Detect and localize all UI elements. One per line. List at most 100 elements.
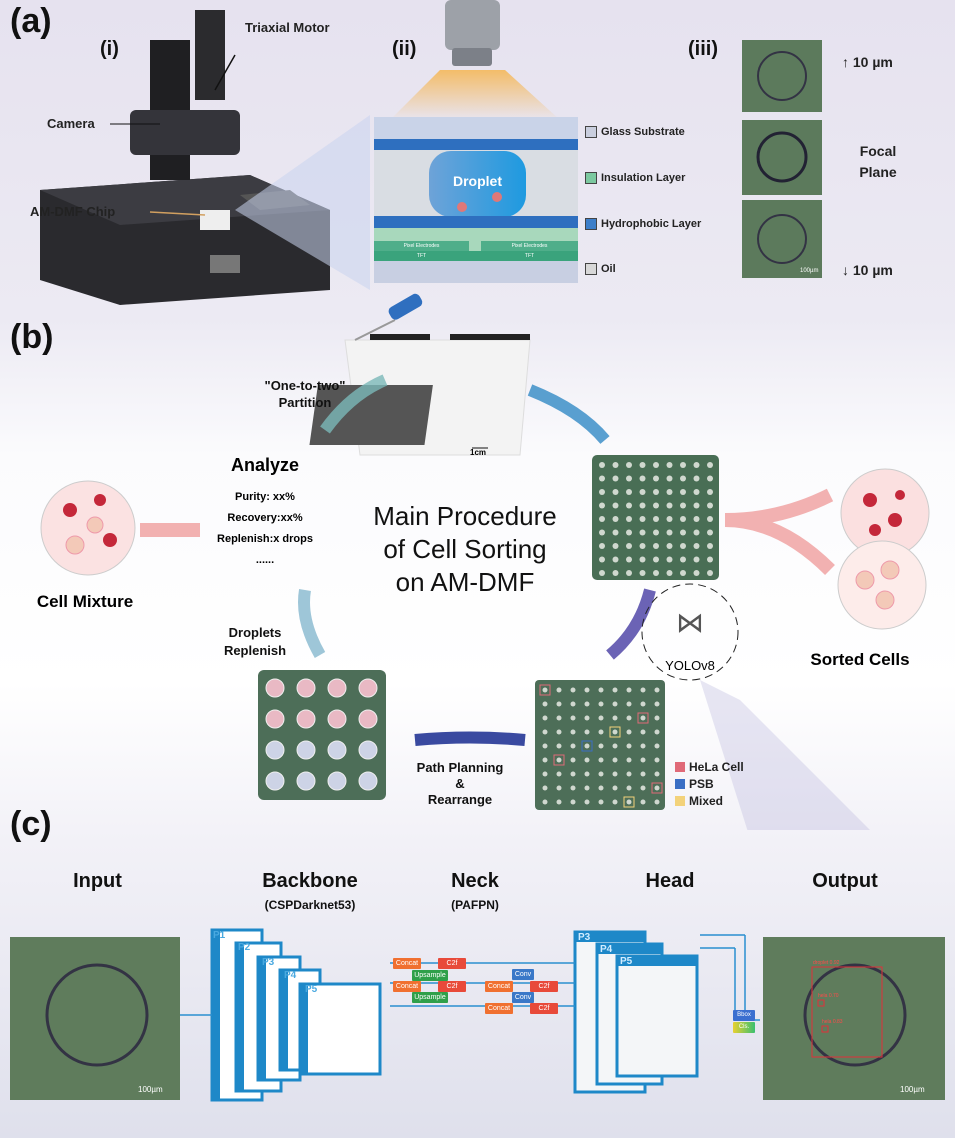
replenish-label-2: Replenish [223,643,287,658]
rearranged-droplet [358,709,378,729]
feature-map-block [298,982,382,1076]
grid-droplet [612,785,618,791]
feature-map-side [212,930,220,1100]
grid-droplet [666,475,673,482]
grid-droplet [626,799,632,805]
rearranged-droplet [358,740,378,760]
grid-droplet [640,771,646,777]
grid-droplet [653,516,659,522]
neck-subtitle: (PAFPN) [451,898,499,912]
grid-droplet [654,785,660,791]
grid-droplet [598,785,604,791]
grid-droplet [556,687,562,693]
neck-conv-1: Conv [512,969,534,980]
grid-droplet [626,529,632,536]
droplet-label: Droplet [453,173,502,189]
grid-droplet [680,516,686,522]
head-level-p3: P3 [578,932,591,943]
grid-droplet [556,743,562,749]
grid-droplet [666,570,673,576]
neck-upsample-2: Upsample [412,992,448,1003]
pipette-icon [354,293,423,341]
grid-droplet [584,799,590,805]
grid-droplet [626,715,632,721]
zoom-beam [700,680,870,830]
grid-droplet [707,489,713,495]
grid-droplet [556,715,562,721]
grid-droplet [640,729,646,735]
grid-droplet [666,502,673,509]
detection-box-droplet [811,966,883,1058]
input-image [10,937,180,1100]
grid-droplet [570,757,576,763]
head-feature-block [615,954,699,1078]
input-title: Input [73,870,122,892]
grid-droplet [666,529,673,536]
head-bbox: Bbox [733,1010,755,1021]
grid-droplet [570,687,576,693]
feature-map-side [300,984,308,1074]
grid-droplet [653,475,659,482]
grid-droplet [639,489,646,495]
grid-droplet [542,799,548,805]
grid-droplet [584,701,590,707]
grid-droplet [598,715,604,721]
legend-insulation-layer: Insulation Layer [585,172,685,184]
grid-droplet [599,502,605,509]
grid-droplet [626,785,632,791]
detection-box [609,726,621,738]
swatch [585,263,597,275]
chip-scale-label: 1cm [470,448,487,457]
grid-droplet [612,502,619,509]
backbone-level-p4: P4 [284,970,297,981]
grid-droplet [693,543,700,549]
grid-droplet [666,543,673,549]
grid-droplet [666,489,673,495]
grid-droplet [640,701,646,707]
panel-a-graphics [40,0,822,305]
sorted-cells-label: Sorted Cells [810,650,910,669]
grid-droplet [612,475,619,482]
legend-label: Glass Substrate [601,126,685,138]
grid-droplet [693,489,700,495]
arrow-replenish [298,589,326,658]
grid-droplet [556,799,562,805]
rearranged-droplet [327,771,347,791]
head-feature-top [597,944,662,954]
grid-droplet [654,799,660,805]
backbone-level-p1: P1 [213,930,226,941]
arrow-partition [320,374,388,434]
feature-map-side [280,970,288,1070]
backbone-title: Backbone [262,870,358,892]
grid-droplet [654,687,660,693]
grid-droplet [626,701,632,707]
grid-droplet [680,489,686,495]
grid-droplet [556,785,562,791]
grid-droplet [653,502,659,509]
grid-droplet [556,729,562,735]
grid-droplet [612,516,619,522]
grid-droplet [707,529,713,536]
rearranged-droplet [296,678,316,698]
detection-box [581,740,593,752]
grid-droplet [707,556,713,563]
panel-b-graphics [40,293,930,830]
legend-hela: HeLa Cell [675,760,744,774]
path-label-1: Path Planning [416,760,504,775]
tft-label-1: TFT [416,253,427,259]
grid-droplet [707,475,713,482]
grid-droplet [640,743,646,749]
grid-droplet [599,489,605,495]
grid-droplet [570,715,576,721]
neck-c2f-1: C2f [438,958,466,969]
grid-droplet [612,715,618,721]
grid-droplet [639,475,646,482]
focus-images [742,40,822,278]
grid-droplet [599,570,605,576]
backbone-level-p3: P3 [262,957,275,968]
grid-droplet [626,757,632,763]
neck-concat-2: Concat [393,981,421,992]
grid-droplet [612,543,619,549]
grid-droplet [626,743,632,749]
